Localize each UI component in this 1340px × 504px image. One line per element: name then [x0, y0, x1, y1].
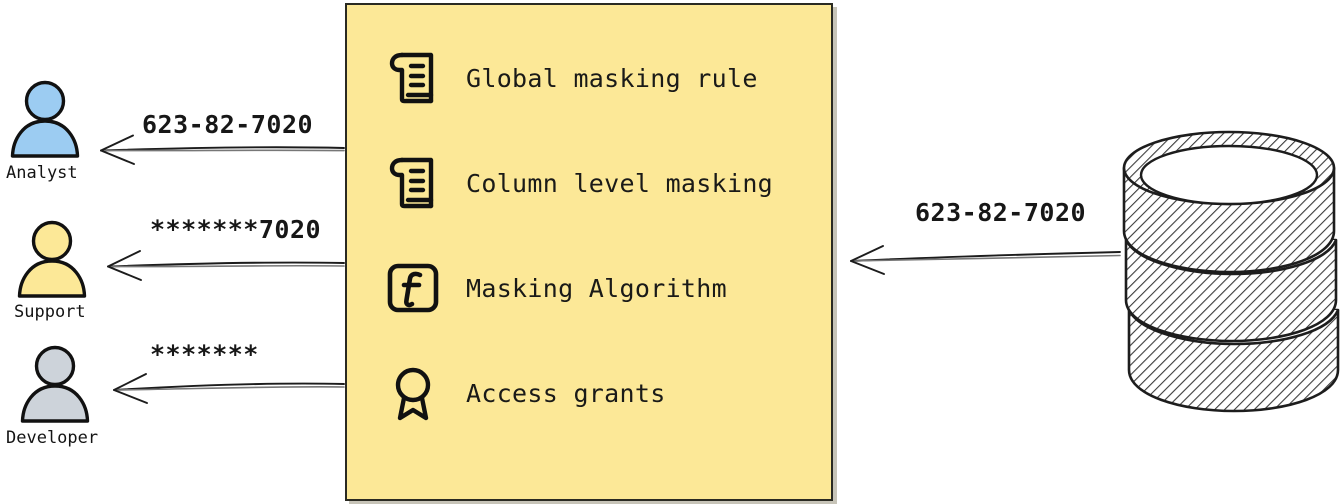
actor-label-analyst: Analyst: [6, 163, 78, 183]
policy-item-masking-algorithm[interactable]: Masking Algorithm: [385, 259, 815, 317]
policy-item-label: Masking Algorithm: [466, 273, 727, 303]
policy-item-list: Global masking rule Column level masking: [385, 49, 815, 422]
function-f-icon: [387, 263, 439, 313]
analyst-person-icon: [10, 80, 80, 158]
policy-item-global-masking-rule[interactable]: Global masking rule: [385, 49, 815, 107]
arrow-to-support-icon: [107, 250, 345, 281]
actor-label-support: Support: [14, 302, 86, 322]
arrow-database-to-card-icon: [850, 245, 1121, 275]
support-person-icon: [17, 220, 87, 298]
award-ribbon-icon: [395, 367, 431, 421]
arrow-to-analyst-icon: [100, 134, 345, 165]
policy-item-label: Column level masking: [466, 168, 774, 198]
policy-item-column-level-masking[interactable]: Column level masking: [385, 154, 815, 212]
scroll-document-icon: [389, 52, 434, 104]
flow-label-database: 623-82-7020: [915, 198, 1087, 227]
flow-label-analyst: 623-82-7020: [142, 110, 314, 139]
developer-person-icon: [20, 345, 90, 423]
actor-label-developer: Developer: [6, 428, 99, 448]
database-cylinder-icon: [1122, 130, 1340, 413]
arrow-to-developer-icon: [113, 373, 345, 404]
policy-item-label: Access grants: [466, 378, 666, 408]
policy-item-access-grants[interactable]: Access grants: [385, 364, 815, 422]
flow-label-support: *******7020: [150, 215, 322, 244]
policy-card: Global masking rule Column level masking: [345, 3, 833, 501]
flow-label-developer: *******: [150, 340, 259, 369]
scroll-document-icon: [389, 157, 434, 209]
policy-item-label: Global masking rule: [466, 63, 758, 93]
